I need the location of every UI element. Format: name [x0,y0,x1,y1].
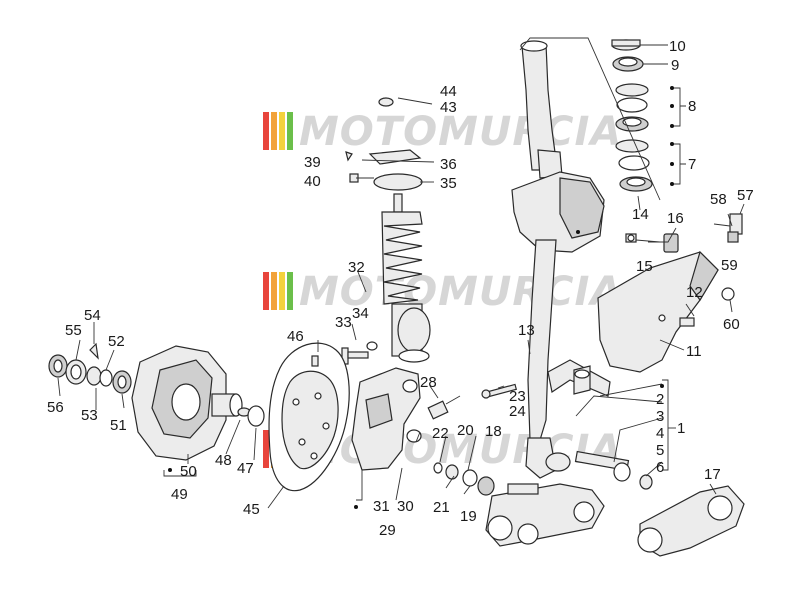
callout-24: 24 [509,403,526,420]
callout-32: 32 [348,259,365,276]
callout-20: 20 [457,422,474,439]
callout-60: 60 [723,316,740,333]
callout-40: 40 [304,173,321,190]
callout-43: 43 [440,99,457,116]
callout-30: 30 [397,498,414,515]
callout-14: 14 [632,206,649,223]
callout-52: 52 [108,333,125,350]
callout-29: 29 [379,522,396,539]
callout-16: 16 [667,210,684,227]
watermark-stripe-orange [271,112,277,150]
shock-absorber-part [345,97,431,363]
callout-4: 4 [656,425,664,442]
watermark-stripe-yellow [279,112,285,150]
callout-13: 13 [518,322,535,339]
brake-caliper-part [351,367,461,471]
swing-link-part [485,483,605,547]
watermark-stripe-red [263,272,269,310]
callout-17: 17 [704,466,721,483]
callout-15: 15 [636,258,653,275]
callout-54: 54 [84,307,101,324]
callout-12: 12 [686,284,703,301]
callout-58: 58 [710,191,727,208]
watermark-text: MOTOMURCIA [299,109,622,155]
watermark-stripe-red [263,430,269,468]
group-bracket-dots [168,230,664,509]
bolt-23-part [481,383,518,399]
callout-36: 36 [440,156,457,173]
callout-22: 22 [432,425,449,442]
hub-bearings-part [48,342,132,394]
callout-28: 28 [420,374,437,391]
watermark-stripe-green [287,272,293,310]
callout-57: 57 [737,187,754,204]
watermark-stripe-yellow [279,272,285,310]
callout-2: 2 [656,391,664,408]
callout-33: 33 [335,314,352,331]
watermark-stripe-green [287,112,293,150]
brake-disc-part [268,342,350,492]
callout-6: 6 [656,459,664,476]
callout-48: 48 [215,452,232,469]
watermark-middle: MOTOMURCIA [263,269,622,315]
callout-3: 3 [656,408,664,425]
callout-18: 18 [485,423,502,440]
callout-45: 45 [243,501,260,518]
callout-44: 44 [440,83,457,100]
callout-53: 53 [81,407,98,424]
mudguard-part [597,250,719,373]
callout-21: 21 [433,499,450,516]
watermark-text: MOTOMURCIA [299,269,622,315]
callout-31: 31 [373,498,390,515]
watermark-top: MOTOMURCIA [263,109,622,155]
wheel-hub-part [131,345,265,461]
callout-49: 49 [171,486,188,503]
callout-19: 19 [460,508,477,525]
steering-column-part [511,40,611,479]
callout-1: 1 [677,420,685,437]
callout-35: 35 [440,175,457,192]
callout-10: 10 [669,38,686,55]
watermark-stripe-orange [271,272,277,310]
watermark-stripe-red [263,112,269,150]
callout-59: 59 [721,257,738,274]
callout-47: 47 [237,460,254,477]
callout-8: 8 [688,98,696,115]
callout-5: 5 [656,442,664,459]
link-arm-17-part [637,485,745,557]
callout-39: 39 [304,154,321,171]
callout-labels: 10 9 8 7 14 16 15 58 57 59 12 60 11 13 2… [47,38,754,539]
callout-51: 51 [110,417,127,434]
callout-55: 55 [65,322,82,339]
callout-9: 9 [671,57,679,74]
callout-50: 50 [180,463,197,480]
bolt-33-part [341,341,378,365]
callout-bracket-8-7 [670,86,686,186]
leader-lines [57,37,745,509]
small-hardware-part [625,213,743,327]
callout-34: 34 [352,305,369,322]
callout-56: 56 [47,399,64,416]
callout-7: 7 [688,156,696,173]
callout-23: 23 [509,388,526,405]
callout-11: 11 [686,343,702,360]
bearing-stack-part [611,39,653,192]
callout-46: 46 [287,328,304,345]
